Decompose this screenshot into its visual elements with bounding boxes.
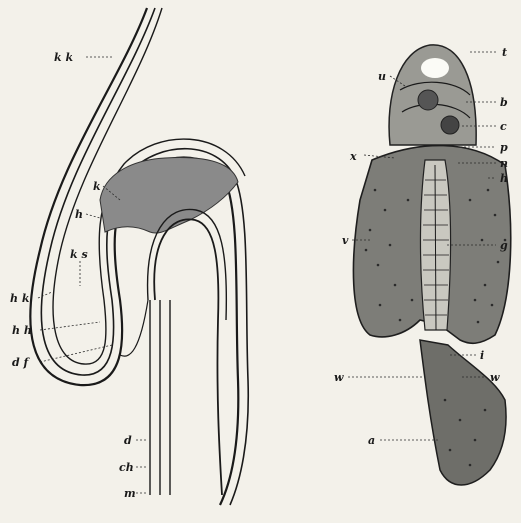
label-h: h <box>75 208 83 221</box>
label-hk: h k <box>10 292 30 305</box>
label-k: k <box>93 180 101 193</box>
left-embryo-diagram: k k k h k s h k h h d f d ch m <box>10 8 248 505</box>
label-w-left: w <box>334 371 344 384</box>
label-df: d f <box>12 356 31 369</box>
label-ch: ch <box>119 461 134 474</box>
label-g: g <box>500 239 508 252</box>
label-ks: k s <box>70 248 88 261</box>
label-c: c <box>500 120 507 133</box>
label-h-right: h <box>500 172 508 185</box>
label-p: p <box>500 141 508 154</box>
label-n: n <box>500 157 508 170</box>
label-i: i <box>480 349 484 362</box>
label-b: b <box>500 96 508 109</box>
highlight <box>421 58 449 78</box>
label-t: t <box>502 46 507 59</box>
label-a: a <box>368 434 375 447</box>
label-v: v <box>342 234 349 247</box>
label-hh: h h <box>12 324 32 337</box>
label-u: u <box>378 70 386 83</box>
label-kk-top: k k <box>54 51 73 64</box>
label-w-right: w <box>490 371 500 384</box>
label-m: m <box>124 487 136 500</box>
label-x: x <box>349 150 357 163</box>
label-d: d <box>124 434 132 447</box>
right-embryo-specimen: t u b c p x n h v g i w w a <box>334 45 511 485</box>
